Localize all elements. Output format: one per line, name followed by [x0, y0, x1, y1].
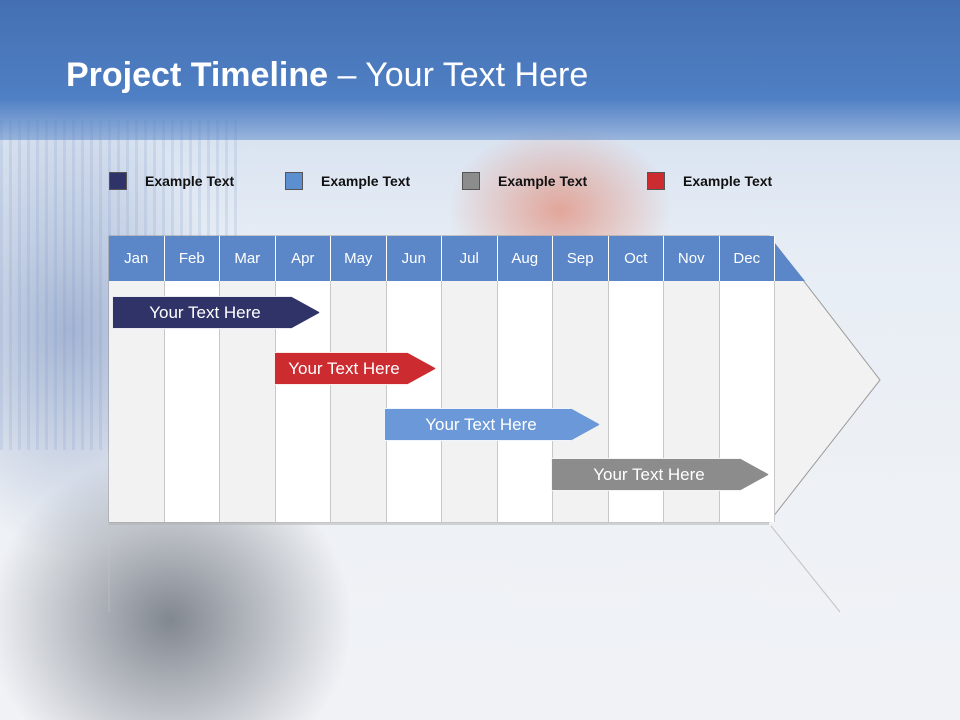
timeline-arrow-header-tip: [769, 236, 805, 281]
month-header-apr: Apr: [275, 236, 331, 281]
month-column-jun: [386, 281, 442, 522]
month-header-feb: Feb: [164, 236, 220, 281]
legend-label-2: Example Text: [321, 173, 411, 189]
slide-title-bold: Project Timeline: [66, 56, 329, 94]
task-arrow-3: Your Text Here: [384, 408, 600, 441]
legend-swatch-4: [647, 172, 665, 190]
month-header-jul: Jul: [442, 236, 498, 281]
legend-swatch-3: [462, 172, 480, 190]
legend-label-3: Example Text: [498, 173, 588, 189]
month-column-jul: [442, 281, 498, 522]
task-label-2: Your Text Here: [288, 358, 400, 378]
month-header-jan: Jan: [109, 236, 165, 281]
task-label-3: Your Text Here: [425, 414, 537, 434]
reflection-line-diagonal: [770, 525, 841, 613]
title-band: [0, 0, 960, 140]
month-header-may: May: [331, 236, 387, 281]
legend-item-3: Example Text: [462, 170, 587, 192]
legend-item-1: Example Text: [109, 170, 234, 192]
task-arrow-1: Your Text Here: [112, 296, 320, 329]
legend-item-2: Example Text: [285, 170, 410, 192]
legend-label-1: Example Text: [145, 173, 235, 189]
month-header-sep: Sep: [553, 236, 609, 281]
legend-item-4: Example Text: [647, 170, 772, 192]
legend-swatch-2: [285, 172, 303, 190]
task-label-4: Your Text Here: [593, 464, 705, 484]
legend-label-4: Example Text: [683, 173, 773, 189]
task-label-1: Your Text Here: [149, 302, 261, 322]
legend-swatch-1: [109, 172, 127, 190]
month-header-oct: Oct: [608, 236, 664, 281]
slide-title: Project Timeline – Your Text Here: [66, 56, 588, 95]
month-header-dec: Dec: [719, 236, 775, 281]
task-arrow-4: Your Text Here: [551, 458, 769, 491]
slide-title-rest: – Your Text Here: [328, 56, 589, 94]
task-arrow-2: Your Text Here: [274, 352, 436, 385]
month-column-may: [331, 281, 387, 522]
month-header-jun: Jun: [386, 236, 442, 281]
month-column-aug: [497, 281, 553, 522]
month-header-nov: Nov: [664, 236, 720, 281]
month-header-mar: Mar: [220, 236, 276, 281]
month-header-aug: Aug: [497, 236, 553, 281]
